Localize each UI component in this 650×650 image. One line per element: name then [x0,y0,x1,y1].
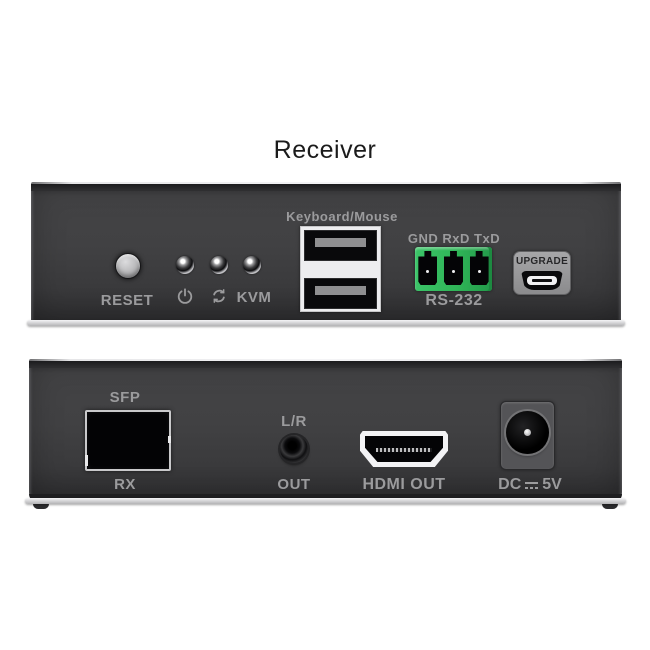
hdmi-port [360,431,448,467]
rs232-terminal-block [415,247,492,291]
usb-section-label: Keyboard/Mouse [286,209,398,224]
dc-label: DC 5V [480,476,580,494]
audio-label: L/R [281,413,307,430]
usb-port-bottom [304,278,377,309]
sfp-notch [85,455,88,466]
rear-panel-base-strip [25,498,626,504]
sfp-label: SFP [109,389,141,406]
terminal-pin [418,251,438,285]
hdmi-out-label: HDMI OUT [362,476,446,493]
link-led [210,256,228,274]
loop-arrow-icon [210,287,228,305]
power-led [176,256,194,274]
power-icon [176,287,194,305]
dc-center-pin [524,429,531,436]
hdmi-port-inner [365,436,443,462]
usb-tongue [315,286,366,295]
front-panel: RESET KVM Keyboard/Mouse [31,182,621,323]
reset-button [115,253,141,279]
usb-port-top [304,230,377,261]
reset-label: RESET [100,292,154,309]
upgrade-port-plate: UPGRADE [513,251,571,295]
dc-label-suffix: 5V [542,476,562,493]
micro-usb-port [521,271,563,290]
kvm-led [243,256,261,274]
dc-voltage-symbol-icon [524,480,539,491]
audio-jack-3-5mm [280,435,308,463]
terminal-pin [469,251,489,285]
terminal-pin [443,251,463,285]
rs232-label: RS-232 [425,292,483,309]
usb-port-block [300,226,381,312]
kvm-label: KVM [236,289,272,306]
dc-barrel [506,411,549,454]
rear-panel-foot-left [33,500,49,509]
usb-tongue [315,238,366,247]
hdmi-pins [376,448,432,452]
dc-power-jack [500,401,555,470]
upgrade-label: UPGRADE [515,256,569,267]
dc-label-prefix: DC [498,476,522,493]
rear-panel: SFP RX L/R OUT HDMI OUT DC 5V [29,359,622,502]
rx-label: RX [114,476,136,493]
audio-out-label: OUT [277,476,311,493]
rs232-pins-label: GND RxD TxD [407,231,501,246]
sfp-tab [168,436,171,443]
page-title: Receiver [273,136,377,164]
rear-panel-foot-right [602,500,618,509]
front-panel-base-strip [27,320,625,326]
sfp-port [85,410,171,471]
